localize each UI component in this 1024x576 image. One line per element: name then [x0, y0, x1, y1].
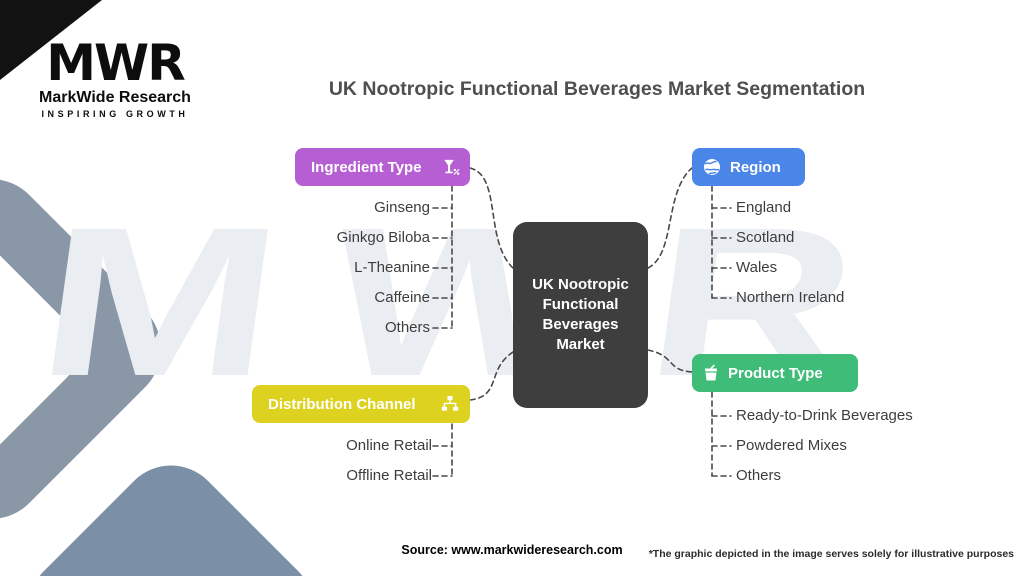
list-item: Northern Ireland — [736, 289, 845, 306]
product-type-items: Ready-to-Drink Beverages Powdered Mixes … — [736, 401, 913, 491]
region-items: England Scotland Wales Northern Ireland — [736, 193, 844, 313]
logo-name: MarkWide Research — [39, 89, 191, 106]
list-item: Ginseng — [374, 199, 430, 216]
list-item: England — [736, 199, 792, 216]
globe-icon — [702, 157, 722, 177]
list-item: Wales — [736, 259, 778, 276]
center-node: UK Nootropic Functional Beverages Market — [513, 222, 648, 408]
logo-tagline: INSPIRING GROWTH — [41, 109, 189, 119]
segment-region: Region — [692, 148, 805, 186]
list-item: Others — [736, 467, 782, 484]
segment-product-type-label: Product Type — [728, 364, 823, 382]
list-item: Offline Retail — [346, 467, 432, 484]
markwide-logo: MWR MarkWide Research INSPIRING GROWTH — [34, 38, 196, 119]
list-item: Ready-to-Drink Beverages — [736, 407, 913, 424]
list-item: Scotland — [736, 229, 795, 246]
disclaimer-text: *The graphic depicted in the image serve… — [648, 548, 1014, 560]
page-title: UK Nootropic Functional Beverages Market… — [328, 78, 866, 100]
distribution-channel-items: Online Retail Offline Retail — [230, 431, 432, 491]
ingredient-type-items: Ginseng Ginkgo Biloba L-Theanine Caffein… — [230, 193, 430, 343]
list-item: L-Theanine — [354, 259, 430, 276]
cup-icon — [702, 364, 720, 382]
logo-acronym: MWR — [46, 34, 185, 92]
segment-distribution-channel-label: Distribution Channel — [268, 395, 416, 413]
list-item: Caffeine — [374, 289, 430, 306]
network-icon — [440, 394, 460, 414]
list-item: Powdered Mixes — [736, 437, 847, 454]
segment-distribution-channel: Distribution Channel — [252, 385, 470, 423]
segment-region-label: Region — [730, 158, 781, 176]
source-text: Source: www.markwideresearch.com — [401, 543, 623, 557]
segment-ingredient-type-label: Ingredient Type — [311, 158, 422, 176]
list-item: Online Retail — [346, 437, 432, 454]
cocktail-glass-icon — [441, 158, 460, 177]
list-item: Others — [384, 319, 430, 336]
segment-ingredient-type: Ingredient Type — [295, 148, 470, 186]
list-item: Ginkgo Biloba — [336, 229, 430, 246]
segment-product-type: Product Type — [692, 354, 858, 392]
